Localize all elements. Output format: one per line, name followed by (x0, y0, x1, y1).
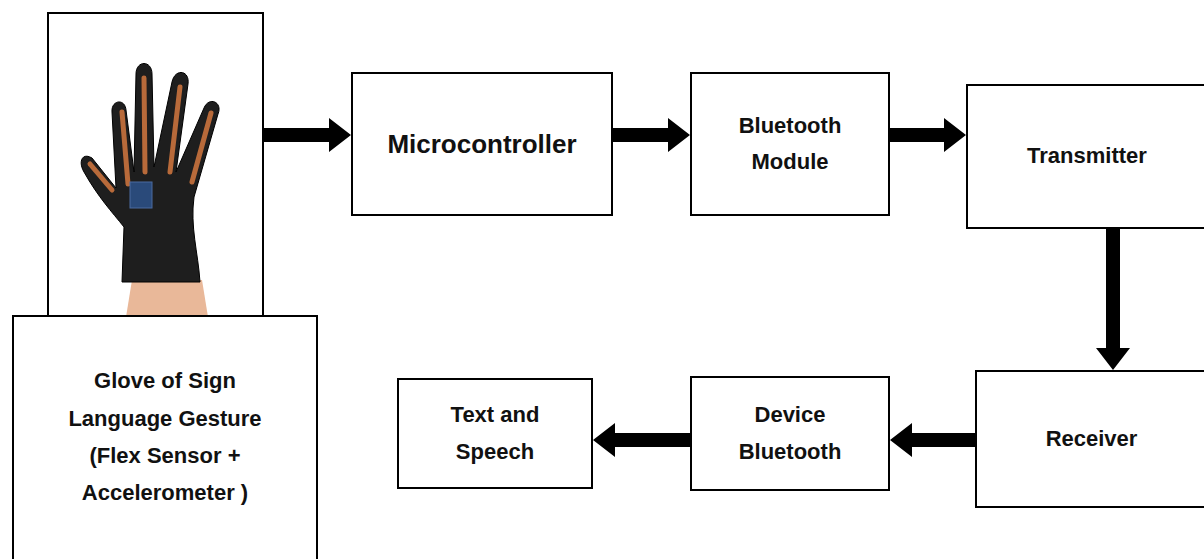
process-box: Transmitter (966, 84, 1204, 229)
text-column: Microcontroller (387, 123, 576, 166)
flow-arrow (890, 423, 975, 457)
picture-frame (48, 13, 263, 323)
process-box: Bluetooth Module (690, 72, 890, 216)
arrow-shape (593, 423, 690, 457)
process-box: Microcontroller (351, 72, 613, 216)
arrow-shape (1096, 229, 1130, 370)
arrow-shape (263, 118, 351, 152)
flow-arrow (890, 118, 966, 152)
sensor-board (130, 182, 152, 208)
node-label: Text and Speech (440, 397, 550, 470)
flow-arrow (1096, 229, 1130, 370)
text-column: Transmitter (1027, 138, 1147, 174)
process-box: Text and Speech (397, 378, 593, 489)
label-box: Glove of Sign Language Gesture (Flex Sen… (12, 315, 318, 559)
arrow-shape (890, 423, 975, 457)
flow-arrow (263, 118, 351, 152)
text-column: Glove of Sign Language Gesture (Flex Sen… (58, 362, 273, 512)
glove-body (81, 64, 219, 283)
flex-sensor-strip (122, 112, 128, 184)
node-label: Device Bluetooth (715, 397, 865, 470)
arrow-shape (613, 118, 690, 152)
text-column: Text and Speech (440, 397, 550, 470)
wrist-skin (126, 280, 208, 317)
node-label: Bluetooth Module (715, 108, 865, 181)
text-column: Receiver (1046, 421, 1138, 457)
process-box: Device Bluetooth (690, 376, 890, 491)
flow-arrow (613, 118, 690, 152)
glove-illustration (12, 12, 318, 332)
node-label: Receiver (1046, 421, 1138, 457)
text-column: Bluetooth Module (715, 108, 865, 181)
flex-sensor-strip (144, 78, 145, 172)
picture-frame-anchor (48, 13, 263, 315)
flex-sensor-strip (170, 87, 180, 172)
process-box: Receiver (975, 370, 1204, 508)
node-label: Transmitter (1027, 138, 1147, 174)
node-label: Microcontroller (387, 123, 576, 166)
flow-arrow (593, 423, 690, 457)
flex-sensor-strip (192, 113, 211, 182)
glove-input-node: Glove of Sign Language Gesture (Flex Sen… (12, 12, 318, 559)
text-column: Device Bluetooth (715, 397, 865, 470)
node-label: Glove of Sign Language Gesture (Flex Sen… (58, 362, 273, 512)
flex-sensor-strip (90, 164, 112, 190)
arrow-shape (890, 118, 966, 152)
